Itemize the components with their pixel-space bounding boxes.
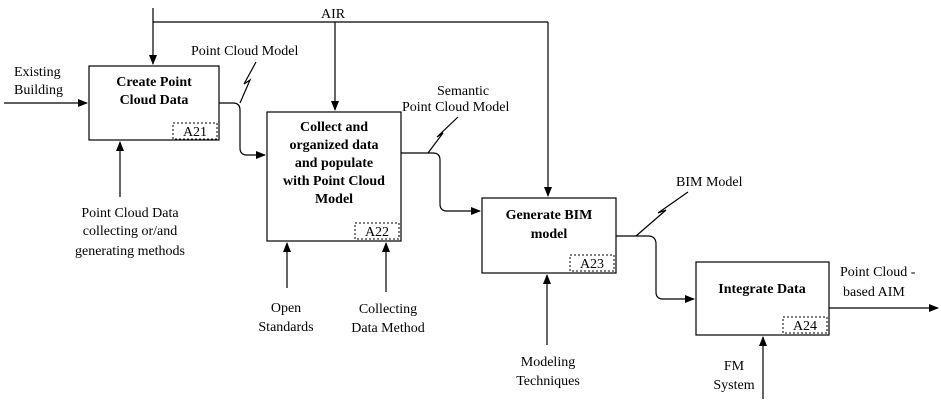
box-a21: Create Point Cloud Data A21	[88, 65, 220, 141]
semantic-model-label-1: Semantic	[437, 84, 489, 99]
existing-building-label-1: Existing	[14, 65, 61, 80]
semantic-model-label-2: Point Cloud Model	[402, 100, 509, 115]
box-a24: Integrate Data A24	[695, 261, 830, 336]
point-cloud-model-squiggle	[239, 61, 257, 104]
box-a23-title-2: model	[531, 227, 568, 242]
box-a22-title-4: with Point Cloud	[283, 174, 385, 189]
collecting-method-label-1: Collecting	[359, 302, 417, 317]
box-a24-title-1: Integrate Data	[718, 282, 805, 297]
open-standards-label-2: Standards	[258, 320, 313, 335]
box-a22-title-3: and populate	[295, 156, 373, 171]
fm-system-label-2: System	[713, 378, 754, 393]
box-a23-tag-frame	[569, 254, 615, 272]
pc-methods-label-1: Point Cloud Data	[81, 206, 179, 221]
point-cloud-aim-label-1: Point Cloud -	[840, 265, 916, 280]
box-a22: Collect and organized data and populate …	[266, 111, 402, 242]
box-a21-tag-frame	[172, 122, 218, 140]
box-a22-tag-frame	[354, 222, 400, 240]
modeling-techniques-label-1: Modeling	[521, 355, 575, 370]
semantic-model-squiggle	[427, 116, 459, 154]
collecting-method-label-2: Data Method	[351, 321, 424, 336]
air-label: AIR	[321, 7, 346, 22]
box-a21-title-2: Cloud Data	[120, 93, 189, 108]
box-a22-title-1: Collect and	[300, 120, 368, 135]
bim-model-arrow	[616, 235, 695, 303]
fm-system-label-1: FM	[724, 359, 745, 374]
box-a23-title-1: Generate BIM	[506, 208, 593, 223]
modeling-techniques-label-2: Techniques	[516, 374, 580, 389]
point-cloud-aim-label-2: based AIM	[843, 285, 905, 300]
box-a21-title-1: Create Point	[116, 75, 192, 90]
box-a24-tag: A24	[793, 319, 817, 334]
existing-building-label-2: Building	[14, 83, 63, 98]
box-a21-tag: A21	[183, 125, 207, 140]
box-a23-tag: A23	[580, 257, 604, 272]
box-a22-rect	[266, 111, 402, 242]
bim-model-squiggle	[635, 191, 689, 237]
pc-methods-label-3: generating methods	[75, 244, 185, 259]
point-cloud-model-arrow	[219, 102, 266, 159]
bim-model-label: BIM Model	[676, 175, 743, 190]
box-a22-title-5: Model	[315, 192, 353, 207]
semantic-model-arrow	[401, 152, 481, 215]
pc-methods-label-2: collecting or/and	[83, 224, 177, 239]
open-standards-label-1: Open	[271, 301, 301, 316]
box-a22-title-2: organized data	[289, 138, 378, 153]
box-a24-tag-frame	[782, 316, 828, 334]
air-control-lines	[149, 8, 552, 197]
box-a22-tag: A22	[365, 225, 389, 240]
box-a23: Generate BIM model A23	[481, 197, 617, 274]
point-cloud-model-label: Point Cloud Model	[191, 44, 298, 59]
